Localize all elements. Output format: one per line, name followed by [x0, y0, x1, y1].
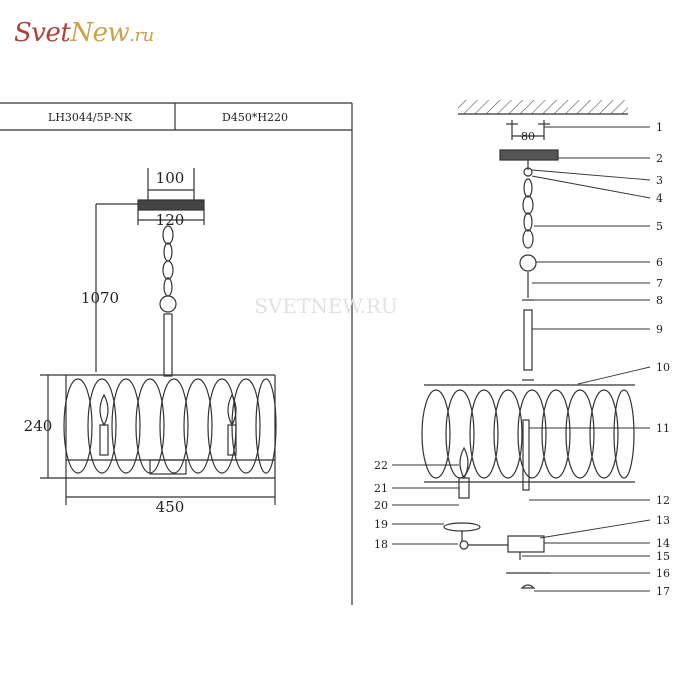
part-5: 5 [656, 220, 663, 233]
part-1: 1 [656, 121, 663, 134]
part-7: 7 [656, 277, 663, 290]
part-18: 18 [374, 538, 388, 551]
part-12: 12 [656, 494, 670, 507]
part-15: 15 [656, 550, 670, 563]
part-11: 11 [656, 422, 670, 435]
part-13: 13 [656, 514, 670, 527]
watermark: SVETNEW.RU [254, 294, 398, 318]
part-20: 20 [374, 499, 388, 512]
left-panel-frame [0, 102, 353, 605]
dim-mount-spacing: 80 [521, 130, 535, 143]
svetnew-logo: SvetNew.ru [14, 18, 154, 48]
part-3: 3 [656, 174, 663, 187]
part-16: 16 [656, 567, 670, 580]
part-2: 2 [656, 152, 663, 165]
part-10: 10 [656, 361, 670, 374]
left-chandelier [40, 168, 277, 505]
dim-canopy-bottom: 120 [156, 211, 185, 229]
right-exploded-view [421, 120, 635, 589]
part-9: 9 [656, 323, 663, 336]
part-22: 22 [374, 459, 388, 472]
model-label: LH3044/5P-NK [48, 111, 133, 124]
part-numbers: 1 2 3 4 5 6 7 8 9 10 11 12 13 14 15 16 1… [374, 121, 670, 598]
ceiling [458, 100, 628, 115]
logo-part-2: New [70, 18, 130, 48]
part-6: 6 [656, 256, 663, 269]
dim-hanging-length: 1070 [81, 289, 119, 307]
dim-canopy-top: 100 [156, 169, 185, 187]
logo-part-1: Svet [14, 18, 71, 48]
dim-width: 450 [156, 498, 185, 516]
part-14: 14 [656, 537, 670, 550]
logo-part-3: .ru [129, 25, 154, 46]
dim-height: 240 [24, 417, 53, 435]
part-19: 19 [374, 518, 388, 531]
part-17: 17 [656, 585, 670, 598]
size-label: D450*H220 [222, 111, 288, 124]
part-21: 21 [374, 482, 388, 495]
part-8: 8 [656, 294, 663, 307]
part-4: 4 [656, 192, 663, 205]
leader-lines [392, 126, 651, 592]
